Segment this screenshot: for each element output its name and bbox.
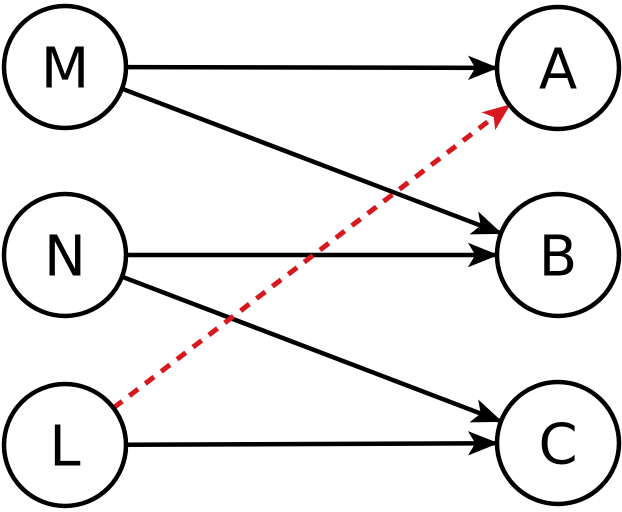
edge-M-B [121,86,503,236]
edge-M-A [125,55,499,81]
node-label-A: A [539,38,577,103]
edge-L-C [125,431,499,456]
node-circle-C [494,379,622,507]
node-circle-M [1,3,129,131]
node-circle-B [494,191,622,319]
edges-layer [111,55,512,456]
node-C: C [494,379,622,507]
node-circle-A [494,4,622,132]
node-M: M [1,3,129,131]
node-L: L [1,381,129,509]
node-label-N: N [44,225,86,290]
node-label-M: M [41,37,89,102]
node-label-L: L [49,415,80,480]
node-label-B: B [539,225,577,290]
node-A: A [494,4,622,132]
node-B: B [494,191,622,319]
node-circle-N [1,191,129,319]
edge-N-C [121,274,503,424]
edge-L-A [111,103,512,410]
node-circle-L [1,381,129,509]
node-N: N [1,191,129,319]
nodes-layer: M N L A B C [1,3,622,509]
node-label-C: C [538,413,577,478]
